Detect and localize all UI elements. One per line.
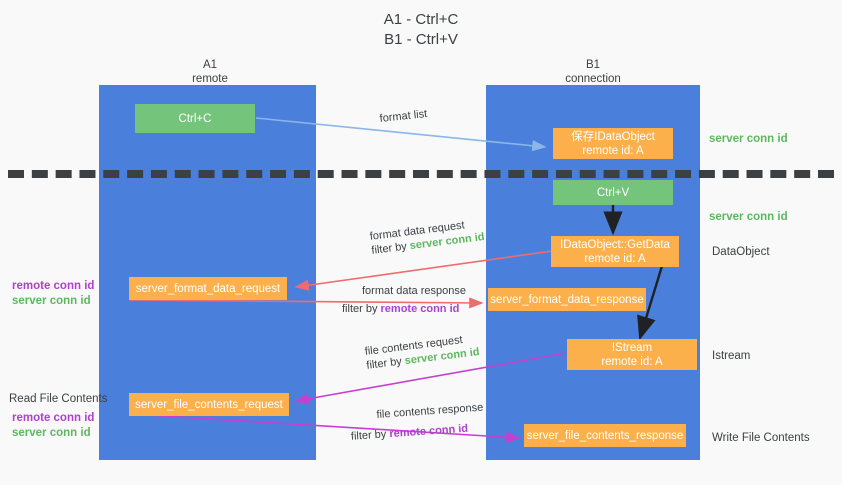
title-line-2: B1 - Ctrl+V [384,31,458,48]
note-write-file-contents: Write File Contents [712,432,810,444]
note-dataobject: DataObject [712,246,770,258]
filter-key-remote-conn-id: remote conn id [380,303,460,315]
edge-label-format-data-response-line1: format data response [362,285,466,297]
page-title: A1 - Ctrl+C B1 - Ctrl+V [0,10,842,50]
node-save-dataobject-line1: 保存IDataObject [571,130,655,143]
filter-prefix: filter by [350,428,390,443]
filter-prefix: filter by [365,355,406,372]
node-getdata[interactable]: IDataObject::GetData remote id: A [551,236,679,267]
note-server-conn-id-mid: server conn id [709,211,788,223]
lane-a1-sub: remote [192,73,228,85]
node-file-contents-request-label: server_file_contents_request [135,398,283,411]
note-server-conn-id-top: server conn id [709,133,788,145]
node-save-dataobject-line2: remote id: A [582,144,644,157]
node-save-dataobject[interactable]: 保存IDataObject remote id: A [553,128,673,159]
lane-b1-name: B1 [585,59,601,71]
note-format-server-conn-id: server conn id [12,295,91,307]
node-istream[interactable]: IStream remote id: A [567,339,697,370]
filter-key-remote-conn-id: remote conn id [388,422,469,441]
lane-header-a1: A1 remote [130,58,290,86]
lane-b1-sub: connection [565,73,621,85]
edge-label-file-contents-response-line1: file contents response [376,401,484,421]
node-istream-line2: remote id: A [601,355,663,368]
node-format-data-response-label: server_format_data_response [490,293,644,306]
node-ctrl-c-label: Ctrl+C [178,112,212,125]
edge-label-format-list-text: format list [379,108,428,125]
node-format-data-response[interactable]: server_format_data_response [488,288,646,311]
filter-prefix: filter by [342,303,381,315]
note-file-server-conn-id: server conn id [12,427,91,439]
edge-label-format-list: format list [379,107,428,126]
note-istream: Istream [712,350,751,362]
node-format-data-request[interactable]: server_format_data_request [129,277,287,300]
lane-header-b1: B1 connection [513,58,673,86]
node-getdata-line2: remote id: A [584,252,646,265]
phase-divider [8,170,834,178]
lane-a1-name: A1 [202,59,218,71]
note-read-file-contents: Read File Contents [9,393,108,405]
node-istream-line1: IStream [611,341,653,354]
node-file-contents-response-label: server_file_contents_response [526,429,684,442]
node-file-contents-response[interactable]: server_file_contents_response [524,424,686,447]
filter-prefix: filter by [370,240,411,257]
edge-label-format-data-response: format data response filter by remote co… [342,284,466,316]
edge-label-file-contents-response-filter: filter by remote conn id [350,420,485,443]
edge-label-format-data-request: format data request filter by server con… [369,216,485,258]
edge-label-file-contents-request: file contents request filter by server c… [364,331,480,373]
title-line-1: A1 - Ctrl+C [383,11,459,28]
edge-label-format-data-response-filter: filter by remote conn id [342,302,466,316]
node-ctrl-c[interactable]: Ctrl+C [135,104,255,133]
node-ctrl-v-label: Ctrl+V [596,186,630,199]
node-ctrl-v[interactable]: Ctrl+V [553,180,673,205]
node-format-data-request-label: server_format_data_request [135,282,281,295]
node-getdata-line1: IDataObject::GetData [560,238,670,251]
node-file-contents-request[interactable]: server_file_contents_request [129,393,289,416]
note-format-remote-conn-id: remote conn id [12,280,95,292]
edge-label-file-contents-response: file contents response filter by remote … [351,401,485,443]
note-file-remote-conn-id: remote conn id [12,412,95,424]
